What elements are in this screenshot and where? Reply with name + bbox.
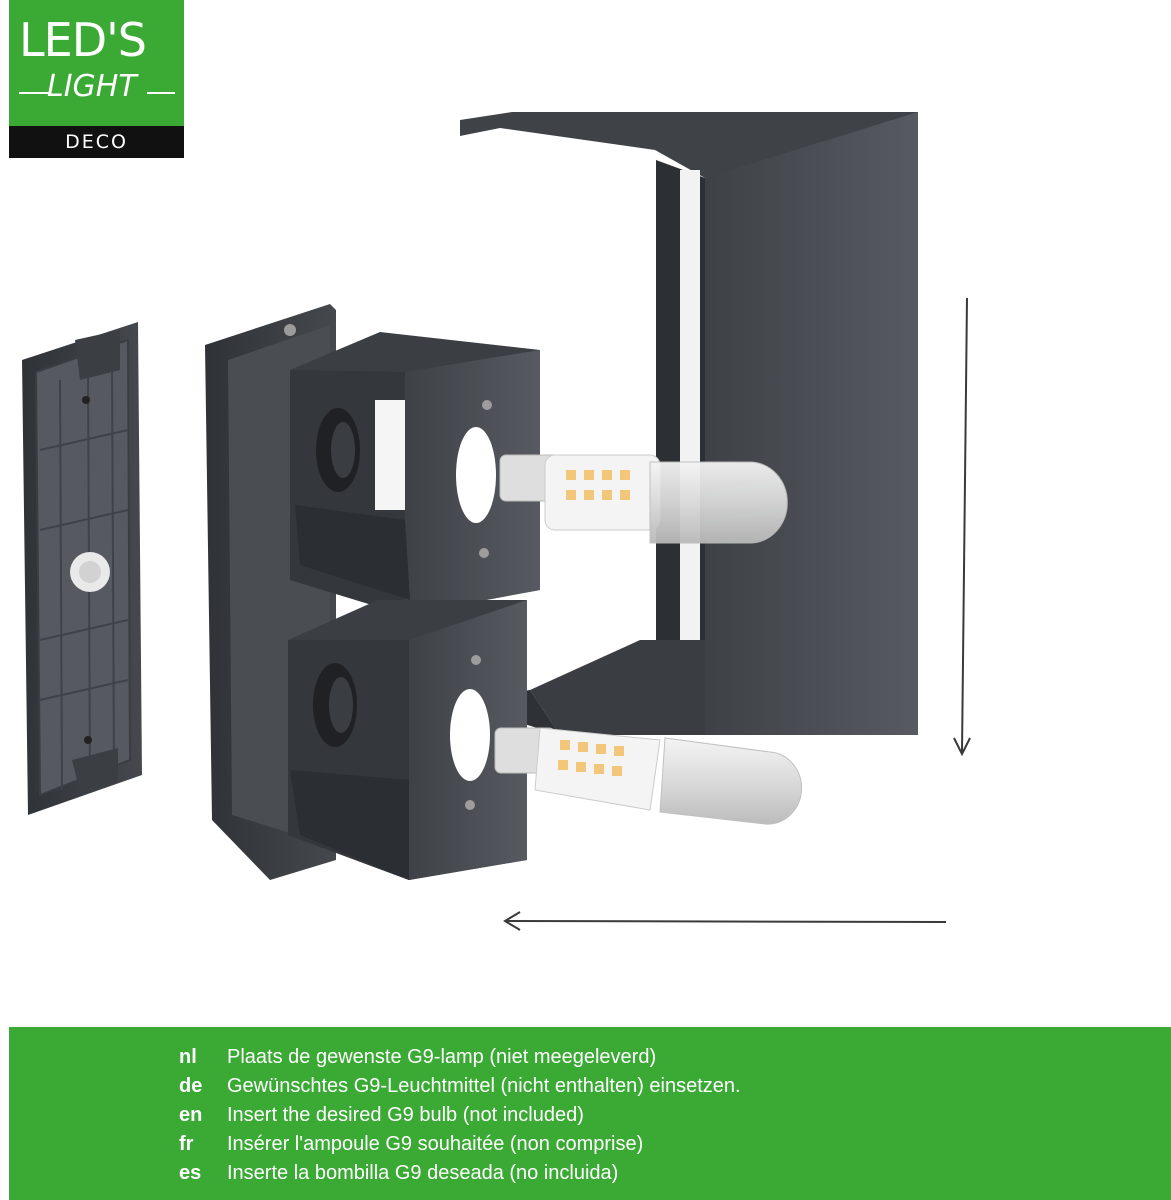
lang-code: fr — [179, 1133, 194, 1155]
instruction-es: es Inserte la bombilla G9 deseada (no inc… — [179, 1159, 618, 1188]
instruction-panel: nl Plaats de gewenste G9-lamp (niet meege… — [9, 1027, 1171, 1200]
logo-rule-left — [19, 92, 49, 94]
outer-shade — [460, 112, 918, 735]
arrow-down — [953, 297, 971, 757]
g9-bulb-lower — [494, 727, 803, 825]
instruction-en: en Insert the desired G9 bulb (not includ… — [179, 1101, 584, 1130]
instruction-fr: fr Insérer l'ampoule G9 souhaitée (non co… — [179, 1130, 643, 1159]
back-plate — [22, 322, 142, 815]
logo-rule-right — [147, 92, 175, 94]
lang-code: nl — [179, 1046, 197, 1068]
logo-brand-text: LED'S — [19, 13, 147, 67]
arrow-left — [503, 911, 947, 931]
logo-deco-label: DECO — [9, 126, 184, 158]
instruction-text: Inserte la bombilla G9 deseada (no inclu… — [227, 1162, 619, 1184]
instruction-nl: nl Plaats de gewenste G9-lamp (niet meege… — [179, 1043, 656, 1072]
g9-bulb-upper — [499, 454, 788, 544]
lang-code: de — [179, 1075, 203, 1097]
lang-code: es — [179, 1162, 202, 1184]
instruction-text: Insert the desired G9 bulb (not included… — [227, 1104, 584, 1126]
logo-sub-text: LIGHT — [47, 69, 137, 104]
instruction-text: Plaats de gewenste G9-lamp (niet meegele… — [227, 1046, 657, 1068]
inner-housing — [205, 304, 540, 880]
brand-logo: LED'S LIGHT DECO — [9, 0, 184, 158]
instruction-de: de Gewünschtes G9-Leuchtmittel (nicht ent… — [179, 1072, 741, 1101]
product-illustration — [22, 112, 971, 931]
lang-code: en — [179, 1104, 203, 1126]
instruction-text: Gewünschtes G9-Leuchtmittel (nicht entha… — [227, 1075, 741, 1097]
logo-green-block — [9, 0, 184, 126]
instruction-text: Insérer l'ampoule G9 souhaitée (non comp… — [227, 1133, 644, 1155]
